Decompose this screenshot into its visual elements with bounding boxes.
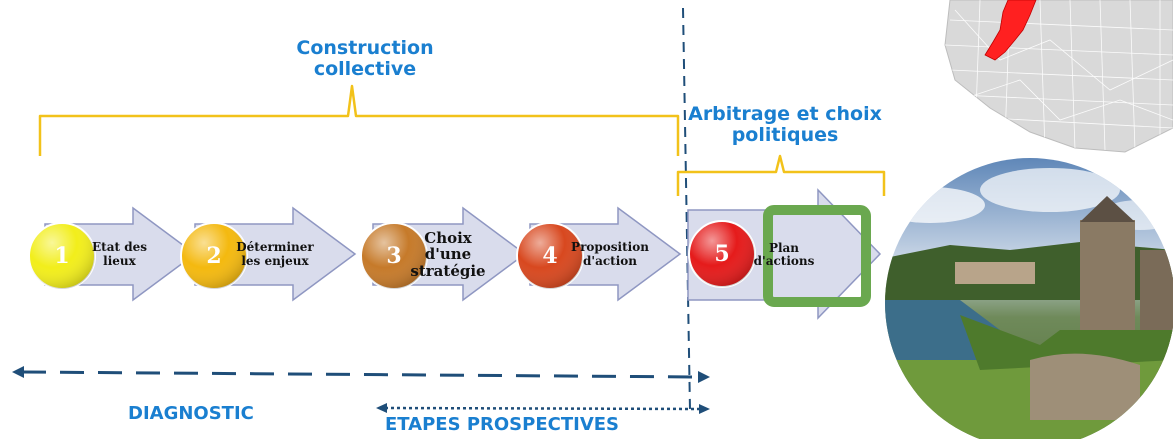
step-arrows [28,188,882,320]
step-5-green-frame [763,205,871,307]
step-label-4: Proposition d'action [571,240,649,268]
map-highlight [984,0,1037,61]
step-ball-shine-2 [181,223,247,289]
phase-separator-line [682,7,691,411]
diagnostic-label: DIAGNOSTIC [128,403,254,424]
step-number-1: 1 [54,243,70,269]
step-ball-shine-1 [29,223,95,289]
step-ball-shine-4 [517,223,583,289]
step-label-3: Choix d'une stratégie [410,228,486,280]
prospectives-arrowhead-left [376,403,387,413]
step-ball-shine-3 [361,223,427,289]
step-ball-shine-5 [689,221,755,287]
step-label-2: Déterminer les enjeux [236,240,314,268]
step-number-4: 4 [542,243,558,269]
construction-collective-label: Construction collective [296,37,434,80]
town-photo [885,158,1173,443]
diagnostic-arrowhead-left [12,366,24,378]
arbitrage-label: Arbitrage et choix politiques [688,103,882,146]
step-label-1: Etat des lieux [92,240,147,268]
prospectives-arrowhead-right [699,404,710,414]
arbitrage-brace [676,154,886,196]
construction-brace [38,84,680,156]
etapes-prospectives-label: ETAPES PROSPECTIVES [385,414,620,435]
step-number-2: 2 [206,243,222,269]
step-number-5: 5 [714,241,730,267]
region-map [944,0,1173,153]
diagnostic-arrowhead-right [698,371,710,383]
prospectives-dotted-arrow [384,406,701,411]
diagnostic-dashed-arrow [21,370,701,379]
step-number-3: 3 [386,243,402,269]
step-label-5: Plan d'actions [753,240,815,268]
